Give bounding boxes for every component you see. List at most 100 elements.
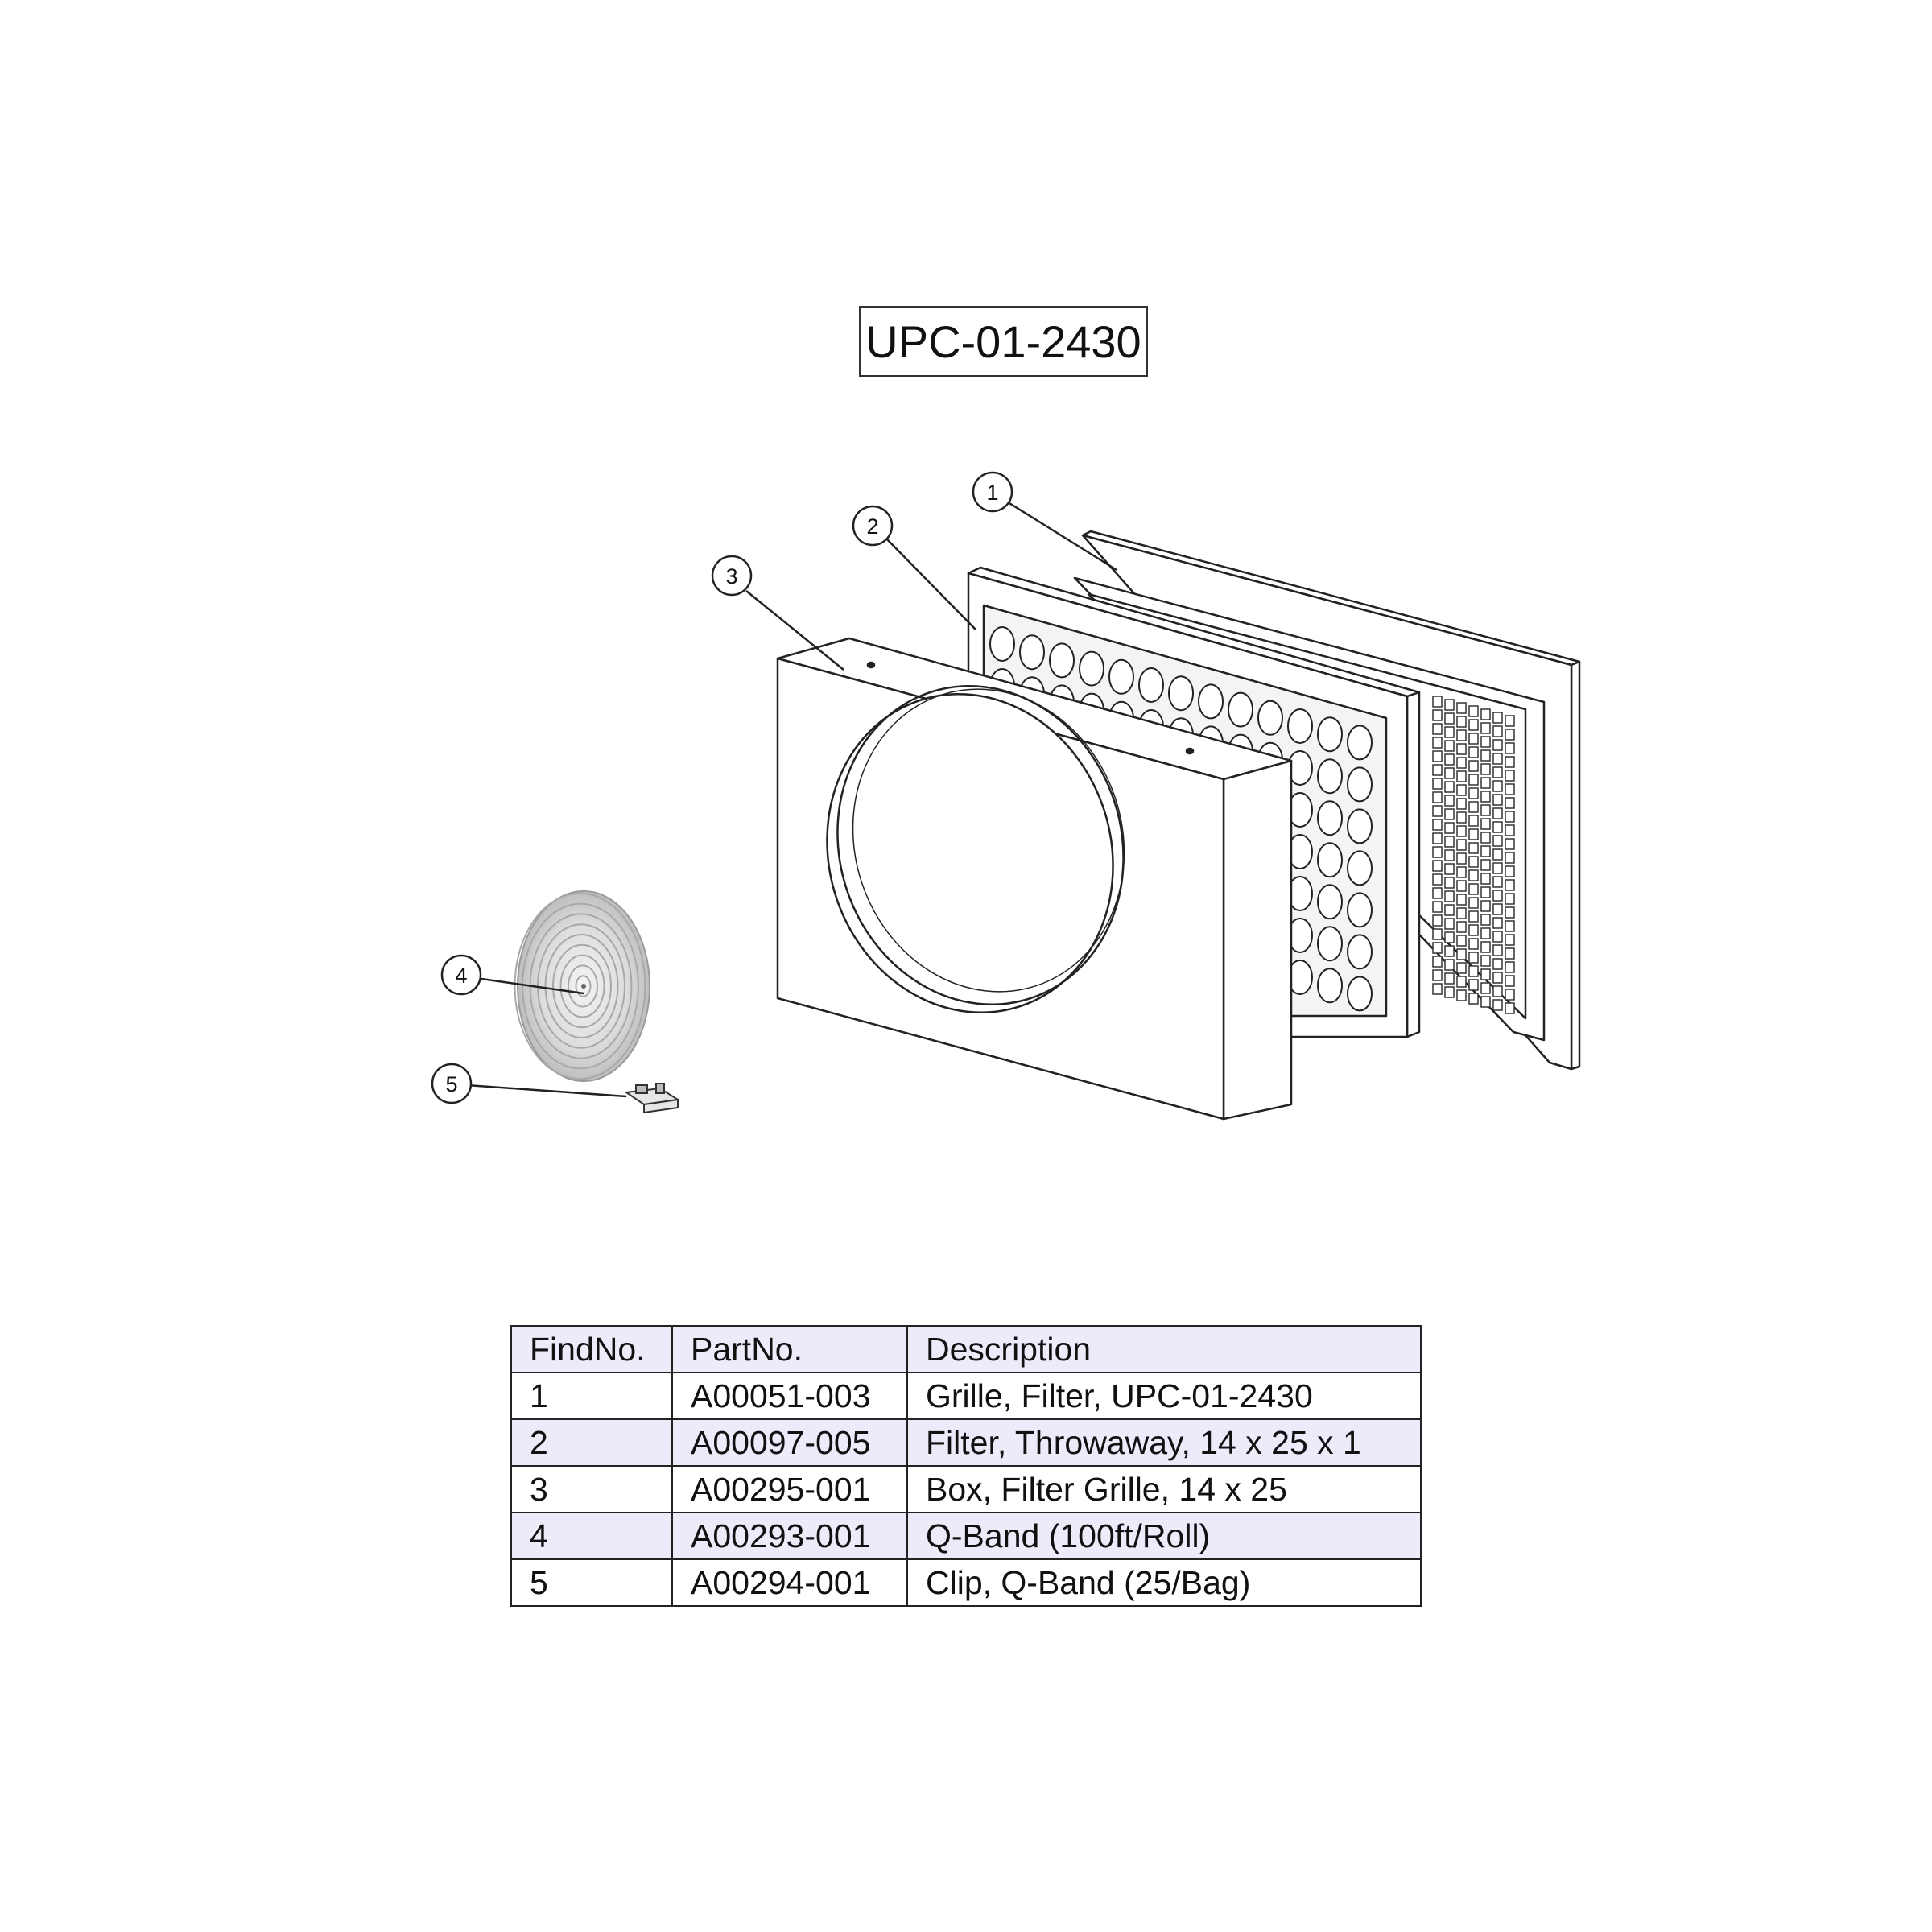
- parts-list-table: FindNo. PartNo. Description 1 A00051-003…: [510, 1325, 1422, 1607]
- grille-cell: [1432, 791, 1443, 803]
- callout-1-label: 1: [986, 481, 998, 505]
- filter-hole: [1257, 700, 1283, 736]
- grille-cell: [1492, 876, 1503, 888]
- grille-cell: [1456, 811, 1467, 824]
- grille-cell: [1492, 944, 1503, 956]
- grille-cell: [1468, 787, 1479, 799]
- table-row: 3 A00295-001 Box, Filter Grille, 14 x 25: [510, 1465, 1422, 1513]
- grille-cell: [1505, 934, 1515, 946]
- grille-cell: [1468, 979, 1479, 991]
- grille-cell: [1432, 860, 1443, 872]
- band-ring: [522, 902, 639, 1070]
- grille-cell: [1456, 935, 1467, 947]
- filter-hole: [1198, 683, 1224, 720]
- filter-hole: [1049, 642, 1075, 679]
- filter-box-part: [776, 637, 1293, 1121]
- grille-cell: [1456, 866, 1467, 878]
- description-cell: Box, Filter Grille, 14 x 25: [906, 1465, 1422, 1513]
- filter-hole: [1317, 716, 1343, 753]
- grille-cell: [1480, 982, 1491, 994]
- grille-cell: [1505, 756, 1515, 768]
- grille-cell: [1432, 832, 1443, 844]
- grille-cell: [1505, 797, 1515, 809]
- grille-cell: [1480, 886, 1491, 898]
- grille-cell: [1480, 914, 1491, 926]
- grille-cell: [1456, 743, 1467, 755]
- part-no-cell: A00294-001: [671, 1558, 908, 1607]
- grille-cell: [1480, 832, 1491, 844]
- grille-cell: [1468, 801, 1479, 813]
- grille-cell: [1468, 733, 1479, 745]
- band-ring: [514, 892, 646, 1080]
- grille-cell: [1505, 811, 1515, 823]
- grille-cell: [1456, 729, 1467, 741]
- grille-cell: [1505, 920, 1515, 932]
- description-cell: Q-Band (100ft/Roll): [906, 1512, 1422, 1560]
- grille-cell: [1505, 770, 1515, 782]
- grille-cell: [1432, 778, 1443, 790]
- grille-cell: [1444, 712, 1455, 724]
- grille-cell: [1492, 807, 1503, 819]
- grille-cell: [1492, 753, 1503, 765]
- grille-cell: [1444, 877, 1455, 889]
- grille-cell: [1444, 863, 1455, 875]
- grille-cell: [1468, 705, 1479, 717]
- band-ring: [552, 943, 612, 1029]
- grille-cell: [1480, 736, 1491, 748]
- grille-cell: [1480, 968, 1491, 980]
- header-find-no: FindNo.: [510, 1325, 673, 1373]
- grille-cell: [1480, 900, 1491, 912]
- grille-cell: [1444, 726, 1455, 738]
- grille-cell: [1505, 783, 1515, 795]
- filter-hole: [1138, 667, 1164, 703]
- band-ring: [575, 975, 592, 997]
- grille-cell: [1432, 956, 1443, 968]
- header-description: Description: [906, 1325, 1422, 1373]
- grille-cell: [1505, 947, 1515, 960]
- grille-cell: [1505, 742, 1515, 754]
- grille-cell: [1480, 708, 1491, 720]
- grille-cell: [1432, 873, 1443, 886]
- grille-cell: [1505, 893, 1515, 905]
- table-row: 4 A00293-001 Q-Band (100ft/Roll): [510, 1512, 1422, 1560]
- grille-cell: [1444, 959, 1455, 971]
- filter-hole: [1347, 892, 1373, 928]
- q-band-roll-part: [514, 890, 650, 1082]
- grille-cell: [1432, 942, 1443, 954]
- grille-cell: [1480, 763, 1491, 775]
- grille-cell: [1444, 836, 1455, 848]
- callout-1: 1: [972, 471, 1013, 513]
- part-no-cell: A00293-001: [671, 1512, 908, 1560]
- grille-cell: [1492, 958, 1503, 970]
- grille-cell: [1505, 1002, 1515, 1014]
- callout-4-label: 4: [455, 964, 467, 988]
- grille-cell: [1456, 976, 1467, 988]
- description-cell: Filter, Throwaway, 14 x 25 x 1: [906, 1418, 1422, 1467]
- grille-cell: [1456, 880, 1467, 892]
- grille-cell: [1432, 983, 1443, 995]
- grille-cell: [1505, 975, 1515, 987]
- filter-hole: [1317, 884, 1343, 920]
- grille-cell: [1432, 764, 1443, 776]
- callout-4: 4: [440, 954, 482, 996]
- grille-cell: [1492, 972, 1503, 984]
- filter-hole: [1317, 968, 1343, 1004]
- grille-cell: [1432, 723, 1443, 735]
- grille-cell: [1480, 722, 1491, 734]
- grille-cell: [1468, 746, 1479, 758]
- leader-lines: [466, 499, 1117, 1098]
- grille-cell: [1456, 839, 1467, 851]
- grille-cell: [1432, 750, 1443, 762]
- find-no-cell: 2: [510, 1418, 673, 1467]
- band-ring: [568, 964, 598, 1008]
- grille-cell: [1480, 873, 1491, 885]
- find-no-cell: 5: [510, 1558, 673, 1607]
- grille-cell: [1444, 849, 1455, 861]
- grille-cell: [1456, 894, 1467, 906]
- grille-cell: [1432, 737, 1443, 749]
- callout-2: 2: [852, 505, 894, 547]
- grille-cell: [1492, 985, 1503, 997]
- part-no-cell: A00295-001: [671, 1465, 908, 1513]
- grille-cell: [1432, 696, 1443, 708]
